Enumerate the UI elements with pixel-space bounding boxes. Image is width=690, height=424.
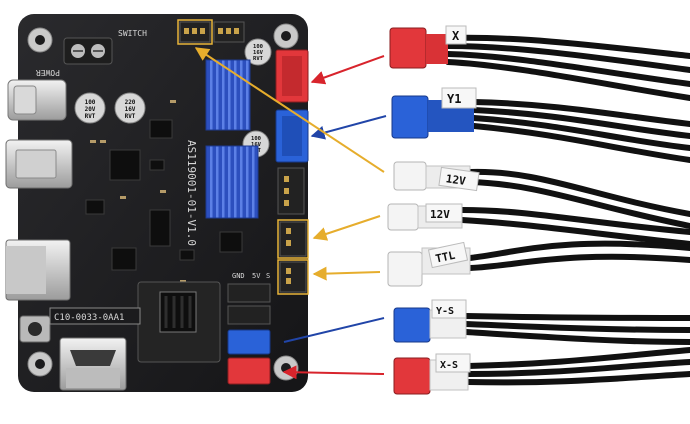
svg-text:100: 100 xyxy=(253,44,263,50)
capacitor-3: 100 16V RVT xyxy=(244,38,272,66)
svg-text:RVT: RVT xyxy=(253,56,264,62)
port-silk-gnd: GND xyxy=(232,272,245,280)
cable-label-y-s: Y-S xyxy=(436,306,454,317)
module-silkscreen: C10-0033-0AA1 xyxy=(54,313,124,323)
arrow-x-s xyxy=(282,365,385,380)
svg-text:16V: 16V xyxy=(251,142,262,148)
hdmi-port xyxy=(59,337,127,391)
usb-port xyxy=(5,139,73,189)
svg-text:RVT: RVT xyxy=(125,113,136,120)
cable-bundle xyxy=(445,34,690,386)
power-jack xyxy=(7,79,67,121)
cable-label-y1: Y1 xyxy=(447,92,461,106)
arrows xyxy=(194,47,387,380)
ttl-port xyxy=(277,259,309,295)
top-header-connector xyxy=(177,19,245,45)
motor-x-port xyxy=(275,49,309,103)
limit-x-port xyxy=(227,357,271,385)
cable-tags xyxy=(425,25,480,373)
power-12v-port xyxy=(277,167,305,215)
svg-text:20V: 20V xyxy=(85,106,96,113)
screw-terminal xyxy=(63,37,113,65)
arrow-ttl xyxy=(312,266,381,281)
cable-label-12v-a: 12V xyxy=(445,172,467,188)
limit-y-port xyxy=(227,329,271,355)
driver-heatsink-lower xyxy=(205,145,259,219)
arrow-x xyxy=(310,55,385,85)
mounting-holes xyxy=(27,23,299,381)
module-label-box xyxy=(49,307,141,325)
driver-heatsink-upper xyxy=(205,59,251,131)
motor-y-port xyxy=(275,109,309,163)
plug-x xyxy=(389,27,448,69)
svg-text:16V: 16V xyxy=(125,106,136,113)
cable-label-x: X xyxy=(452,29,460,43)
cable-label-x-s: X-S xyxy=(440,360,458,371)
port-silk-5v: 5V xyxy=(252,272,261,280)
switch-silkscreen: SWITCH xyxy=(118,29,147,38)
board-model-silkscreen: AS119001-01-V1.0 xyxy=(185,140,198,246)
cable-label-12v-b: 12V xyxy=(430,208,450,221)
capacitor-2: 220 16V RVT xyxy=(114,92,146,124)
svg-text:RVT: RVT xyxy=(85,113,96,120)
power-silkscreen: POWER xyxy=(36,68,60,77)
reset-button xyxy=(19,315,51,343)
svg-text:100: 100 xyxy=(85,99,96,106)
sd-card-slot xyxy=(5,239,71,301)
port-silk-s: S xyxy=(266,272,270,280)
arrow-12v-top xyxy=(194,47,385,173)
svg-text:220: 220 xyxy=(125,99,136,106)
cable-label-ttl: TTL xyxy=(434,249,457,266)
arrow-y-s xyxy=(283,317,385,343)
capacitor-1: 100 20V RVT xyxy=(74,92,106,124)
svg-text:100: 100 xyxy=(251,136,261,142)
power-12v-port-2 xyxy=(277,219,309,259)
small-components xyxy=(85,119,243,271)
wifi-module xyxy=(137,281,221,363)
arrow-12v xyxy=(312,215,381,241)
control-board: SWITCH POWER 10 xyxy=(5,14,309,392)
aux-ports xyxy=(227,283,271,325)
svg-text:16V: 16V xyxy=(253,50,264,56)
